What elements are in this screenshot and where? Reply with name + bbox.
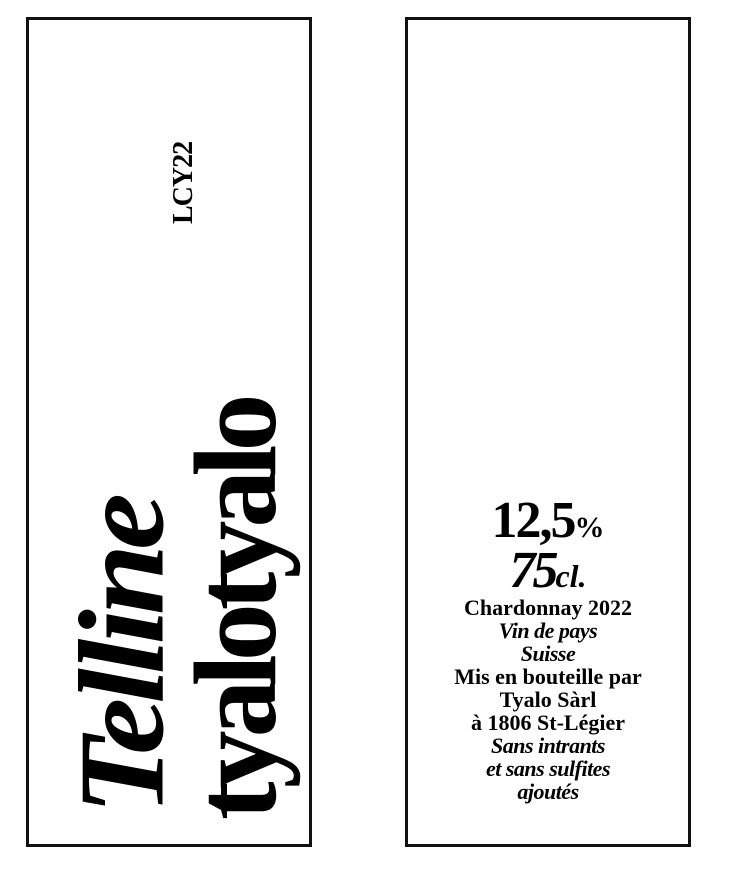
front-label-panel: Telline tyalotyalo LCY22: [26, 17, 312, 847]
bottler-line-1: Mis en bouteille par: [454, 664, 642, 689]
alcohol-content: 12,5%: [408, 495, 688, 551]
wine-name: Telline: [54, 499, 190, 815]
volume-value: 75: [509, 542, 558, 599]
no-additives-line-2: et sans sulfites: [485, 756, 611, 781]
abv-unit: %: [574, 511, 605, 544]
abv-value: 12,5: [491, 492, 577, 549]
back-label-text: 12,5% 75cl. Chardonnay 2022 Vin de pays …: [408, 495, 688, 804]
producer-name: tyalotyalo: [170, 400, 301, 820]
appellation-line-2: Suisse: [520, 641, 576, 666]
volume: 75cl.: [408, 545, 688, 597]
back-label-panel: 12,5% 75cl. Chardonnay 2022 Vin de pays …: [405, 17, 691, 847]
vintage-code: LCY22: [168, 141, 199, 224]
bottler-address: à 1806 St-Légier: [471, 710, 625, 735]
grape-vintage: Chardonnay 2022: [463, 595, 633, 620]
appellation-line-1: Vin de pays: [498, 618, 598, 643]
volume-unit: cl.: [555, 558, 587, 594]
no-additives-line-3: ajoutés: [517, 779, 579, 804]
no-additives-line-1: Sans intrants: [491, 733, 605, 758]
bottler-line-2: Tyalo Sàrl: [499, 687, 597, 712]
